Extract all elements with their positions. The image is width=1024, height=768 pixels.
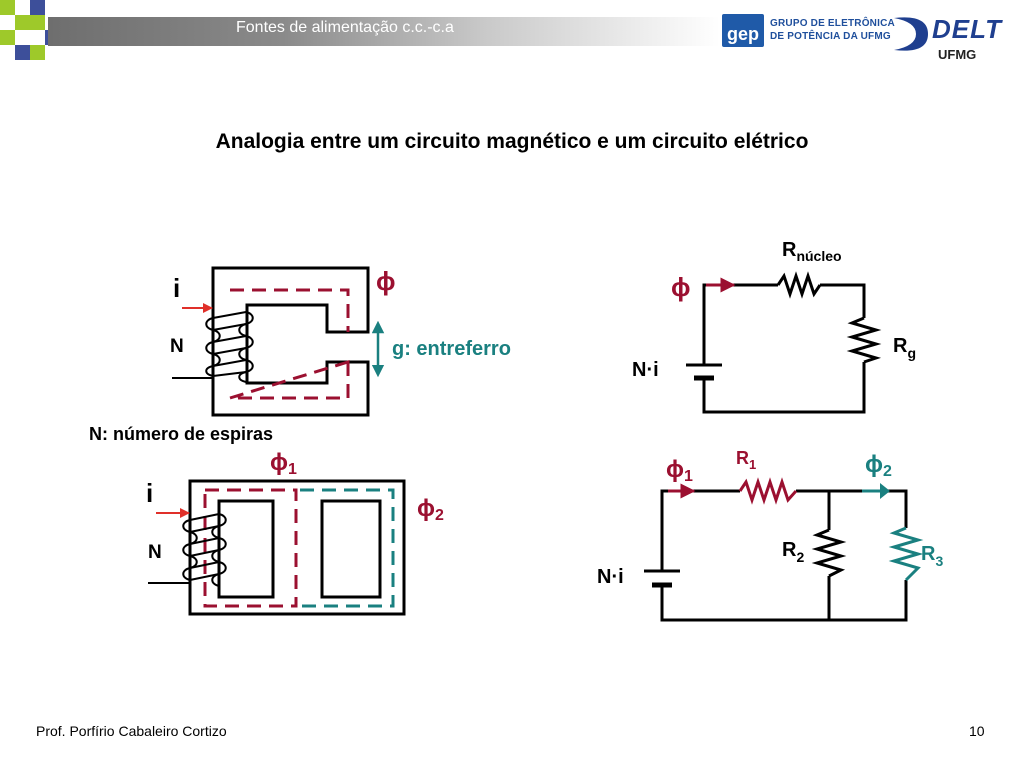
header-title: Fontes de alimentação c.c.-c.a [236,19,454,36]
header-decor-square [0,30,15,45]
r2-label: R2 [782,539,804,565]
equivalent-circuit-2 [644,489,908,622]
header-decor-square [15,15,30,30]
core-resistance-label: Rnúcleo [782,239,842,264]
magnetic-core-with-gap [211,266,370,417]
delt-logo: DELT [932,14,1002,44]
footer-author: Prof. Porfírio Cabaleiro Cortizo [36,723,227,739]
r1-resistor [738,477,798,505]
mmf-source-label: N·i [632,359,659,381]
header-decor-square [15,45,30,60]
coil-winding [182,513,227,587]
page-number: 10 [969,723,985,739]
header-bar [48,17,720,46]
flux2-arrowhead [880,483,890,499]
current-label: i [173,273,180,303]
r3-label: R3 [921,543,943,569]
gap-resistance-label: Rg [893,335,916,361]
turns-label: N [148,542,162,563]
header-decor-square [0,0,15,15]
flux2-label: ϕ2 [417,495,444,524]
header-decor-square [30,15,45,30]
gep-logo-text-line-2: DE POTÊNCIA DA UFMG [770,31,891,42]
slide-title: Analogia entre um circuito magnético e u… [215,130,809,153]
r3-resistor [888,526,924,582]
turns-caption: N: número de espiras [89,424,273,444]
header-decor-square [30,0,45,15]
flux-label: ϕ [376,266,396,296]
flux2-label: ϕ2 [865,451,892,480]
header-decor-square [30,45,45,60]
current-label: i [146,478,153,508]
turns-label: N [170,336,184,357]
flux1-label: ϕ1 [270,449,297,478]
coil-winding [205,311,254,383]
r1-label: R1 [736,448,756,472]
mmf-source-label: N·i [597,566,624,588]
flux2-path [300,488,395,608]
flux-label: ϕ [671,272,691,302]
ufmg-logo: UFMG [938,47,977,62]
gep-logo: gep [722,14,764,47]
equivalent-circuit-1 [686,271,882,414]
flux1-label: ϕ1 [666,456,693,485]
flux1-path [203,488,298,608]
gap-label: g: entreferro [392,338,511,360]
delt-logo-swoosh-icon [894,17,928,51]
gep-logo-text-line-1: GRUPO DE ELETRÔNICA [770,18,895,29]
